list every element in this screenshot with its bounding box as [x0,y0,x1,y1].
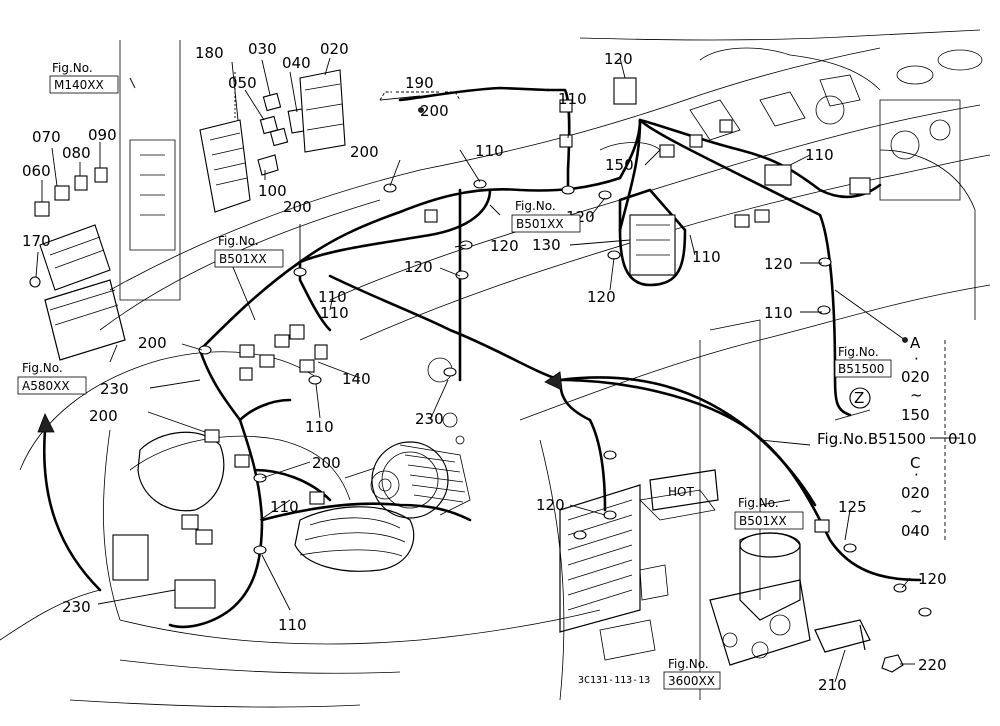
label-040: 040 [282,54,311,72]
callout-010: 010 [948,430,977,448]
label-190: 190 [405,74,434,92]
fig-ref-b51500: Fig.No. B51500 [834,345,892,378]
svg-text:B51500: B51500 [838,362,884,376]
harness-connectors [112,77,932,617]
fig-ref-b501-c: Fig.No. B501XX [734,496,804,530]
body-outline: HOT [0,29,991,708]
part-labels: 180 030 040 020 050 100 070 080 090 060 … [22,40,947,694]
label-100: 100 [258,182,287,200]
fig-ref-m140: Fig.No. M140XX [49,61,119,94]
variant-legend-bracket [902,337,946,540]
svg-text:020: 020 [901,484,930,502]
small-parts-cluster [29,69,346,291]
label-125: 125 [838,498,867,516]
label-200-b: 200 [283,198,312,216]
svg-text:Fig.No.: Fig.No. [22,361,63,375]
label-090: 090 [88,126,117,144]
label-200-d: 200 [89,407,118,425]
label-110-f: 110 [270,498,299,516]
label-120-a: 120 [604,50,633,68]
svg-text:~: ~ [910,502,923,520]
fig-ref-3600: Fig.No. 3600XX [663,657,721,690]
svg-text:B501XX: B501XX [219,252,267,266]
fig-ref-b501-b: Fig.No. B501XX [511,199,581,233]
svg-text:Z: Z [854,389,864,407]
drawing-id: 3C131-113-13 [578,675,650,686]
svg-text:·: · [914,350,919,368]
label-110-j: 110 [692,248,721,266]
label-130: 130 [532,236,561,254]
label-210: 210 [818,676,847,694]
group-bracket-190 [379,91,461,113]
label-110-e: 110 [305,418,334,436]
label-120-g: 120 [536,496,565,514]
label-110-b: 110 [558,90,587,108]
label-110-c: 110 [318,288,347,306]
fig-inline-b51500: Fig.No.B51500 [817,430,926,448]
z-marker: Z [849,387,871,409]
label-110-d: 110 [320,304,349,322]
label-120-h: 120 [918,570,947,588]
svg-text:Fig.No.: Fig.No. [738,496,779,510]
label-110-g: 110 [278,616,307,634]
label-230-c: 230 [62,598,91,616]
svg-text:A580XX: A580XX [22,379,70,393]
svg-text:040: 040 [901,522,930,540]
label-140: 140 [342,370,371,388]
routing-arrows [37,371,817,592]
svg-text:B501XX: B501XX [739,514,787,528]
label-110-h: 110 [805,146,834,164]
svg-text:Fig.No.: Fig.No. [838,345,879,359]
label-180: 180 [195,44,224,62]
label-030: 030 [248,40,277,58]
svg-text:M140XX: M140XX [54,78,104,92]
label-110-i: 110 [764,304,793,322]
label-120-c: 120 [490,237,519,255]
svg-text:Fig.No.: Fig.No. [668,657,709,671]
label-120-d: 120 [404,258,433,276]
svg-text:150: 150 [901,406,930,424]
label-060: 060 [22,162,51,180]
svg-text:~: ~ [910,386,923,404]
label-110-a: 110 [475,142,504,160]
svg-text:020: 020 [901,368,930,386]
svg-text:Fig.No.: Fig.No. [52,61,93,75]
variant-legend: Fig.No.B51500 010 A · 020 ~ 150 C · 020 … [817,334,977,540]
label-070: 070 [32,128,61,146]
label-200-a: 200 [350,143,379,161]
label-120-f: 120 [764,255,793,273]
fig-ref-a580: Fig.No. A580XX [17,361,87,395]
label-080: 080 [62,144,91,162]
leader-lines [35,57,960,683]
harness-wires [168,86,922,629]
svg-text:A: A [910,334,921,352]
label-170: 170 [22,232,51,250]
label-050: 050 [228,74,257,92]
label-150: 150 [605,156,634,174]
label-200-e: 200 [312,454,341,472]
label-020: 020 [320,40,349,58]
label-220: 220 [918,656,947,674]
hot-stamp: HOT [668,485,694,499]
label-120-e: 120 [587,288,616,306]
label-230-a: 230 [100,380,129,398]
svg-text:3600XX: 3600XX [668,674,715,688]
svg-text:C: C [910,454,920,472]
label-200-group: 200 [420,102,449,120]
svg-text:Fig.No.: Fig.No. [218,234,259,248]
fig-ref-b501-a: Fig.No. B501XX [214,234,284,268]
label-230-b: 230 [415,410,444,428]
label-200-c: 200 [138,334,167,352]
svg-text:B501XX: B501XX [516,217,564,231]
svg-text:·: · [914,466,919,484]
svg-text:Fig.No.: Fig.No. [515,199,556,213]
